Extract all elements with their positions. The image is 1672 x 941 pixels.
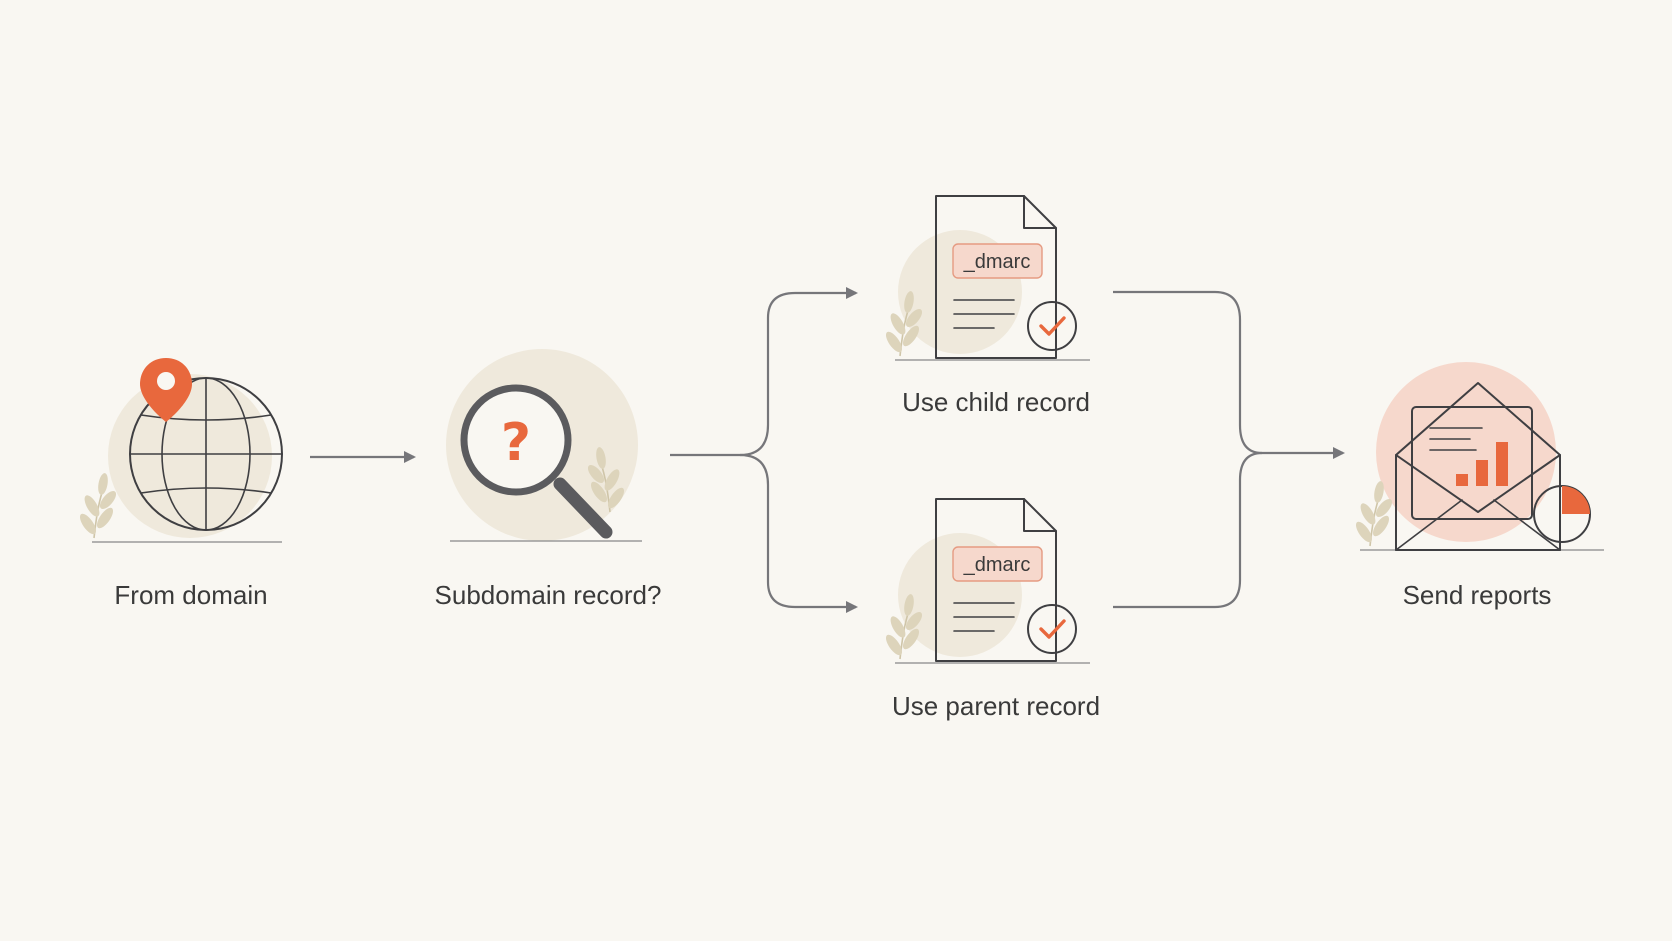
dns-record-document-check-icon: _dmarc bbox=[882, 498, 1090, 664]
globe-with-location-pin-icon bbox=[76, 358, 283, 543]
node-label-use-child-record: Use child record bbox=[902, 387, 1090, 417]
branch-connector-lower bbox=[739, 453, 858, 613]
node-label-from-domain: From domain bbox=[114, 580, 267, 610]
question-mark-glyph: ? bbox=[501, 413, 531, 473]
pie-chart-icon bbox=[1533, 485, 1591, 543]
dmarc-tag-child: _dmarc bbox=[963, 251, 1031, 273]
magnifying-glass-question-icon: ? bbox=[446, 349, 642, 542]
check-badge-icon bbox=[1027, 604, 1077, 654]
node-label-use-parent-record: Use parent record bbox=[892, 691, 1100, 721]
node-label-send-reports: Send reports bbox=[1403, 580, 1552, 610]
node-from-domain: From domain bbox=[76, 358, 283, 610]
node-use-child-record: _dmarc Use child record bbox=[882, 195, 1090, 417]
node-use-parent-record: _dmarc Use parent record bbox=[882, 498, 1100, 721]
merge-connector bbox=[1113, 290, 1345, 459]
location-pin-icon bbox=[140, 358, 192, 422]
node-send-reports: Send reports bbox=[1352, 362, 1604, 610]
merge-connector-lower bbox=[1113, 451, 1263, 609]
envelope-with-report-icon bbox=[1352, 362, 1604, 551]
connectors bbox=[310, 287, 1345, 613]
dmarc-tag-parent: _dmarc bbox=[963, 554, 1031, 576]
branch-connector bbox=[670, 287, 858, 457]
node-label-subdomain-record: Subdomain record? bbox=[435, 580, 662, 610]
node-subdomain-record: ? Subdomain record? bbox=[435, 349, 662, 610]
bar-chart-icon bbox=[1456, 442, 1508, 486]
dns-record-document-check-icon: _dmarc bbox=[882, 195, 1090, 361]
check-badge-icon bbox=[1027, 301, 1077, 351]
